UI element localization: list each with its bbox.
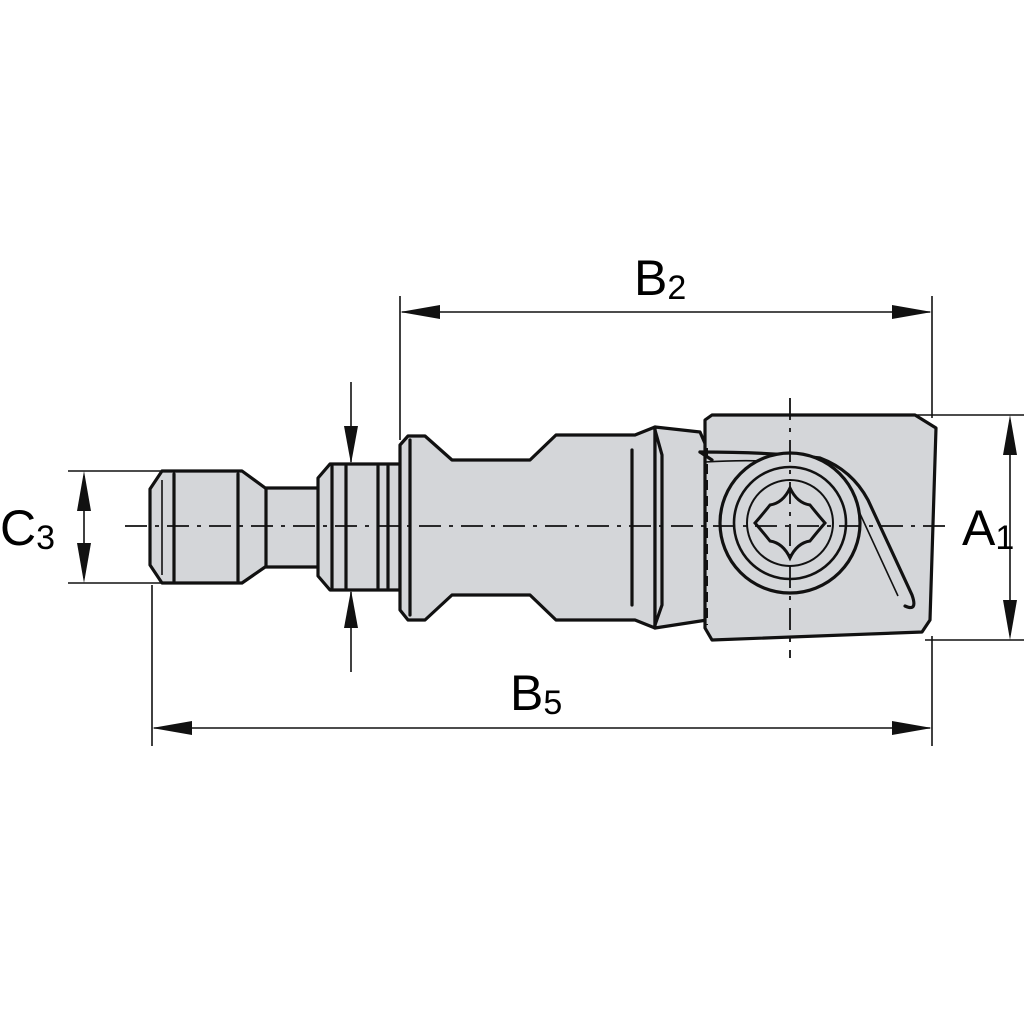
- label-a1: A1: [962, 500, 1014, 557]
- label-b2: B2: [634, 250, 686, 307]
- dimension-b2: [399, 296, 933, 440]
- dimension-a1: [915, 414, 1024, 641]
- collar-diameter-arrows: [344, 382, 358, 672]
- main-shank: [398, 425, 657, 630]
- torx-screw-icon: [718, 451, 862, 595]
- neck: [264, 486, 326, 569]
- centerlines: [125, 398, 945, 658]
- dimension-c3: [68, 470, 240, 584]
- label-b5: B5: [510, 665, 562, 722]
- threaded-tip: [148, 469, 270, 585]
- label-c3: C3: [0, 500, 55, 557]
- dimension-b5: [151, 585, 933, 746]
